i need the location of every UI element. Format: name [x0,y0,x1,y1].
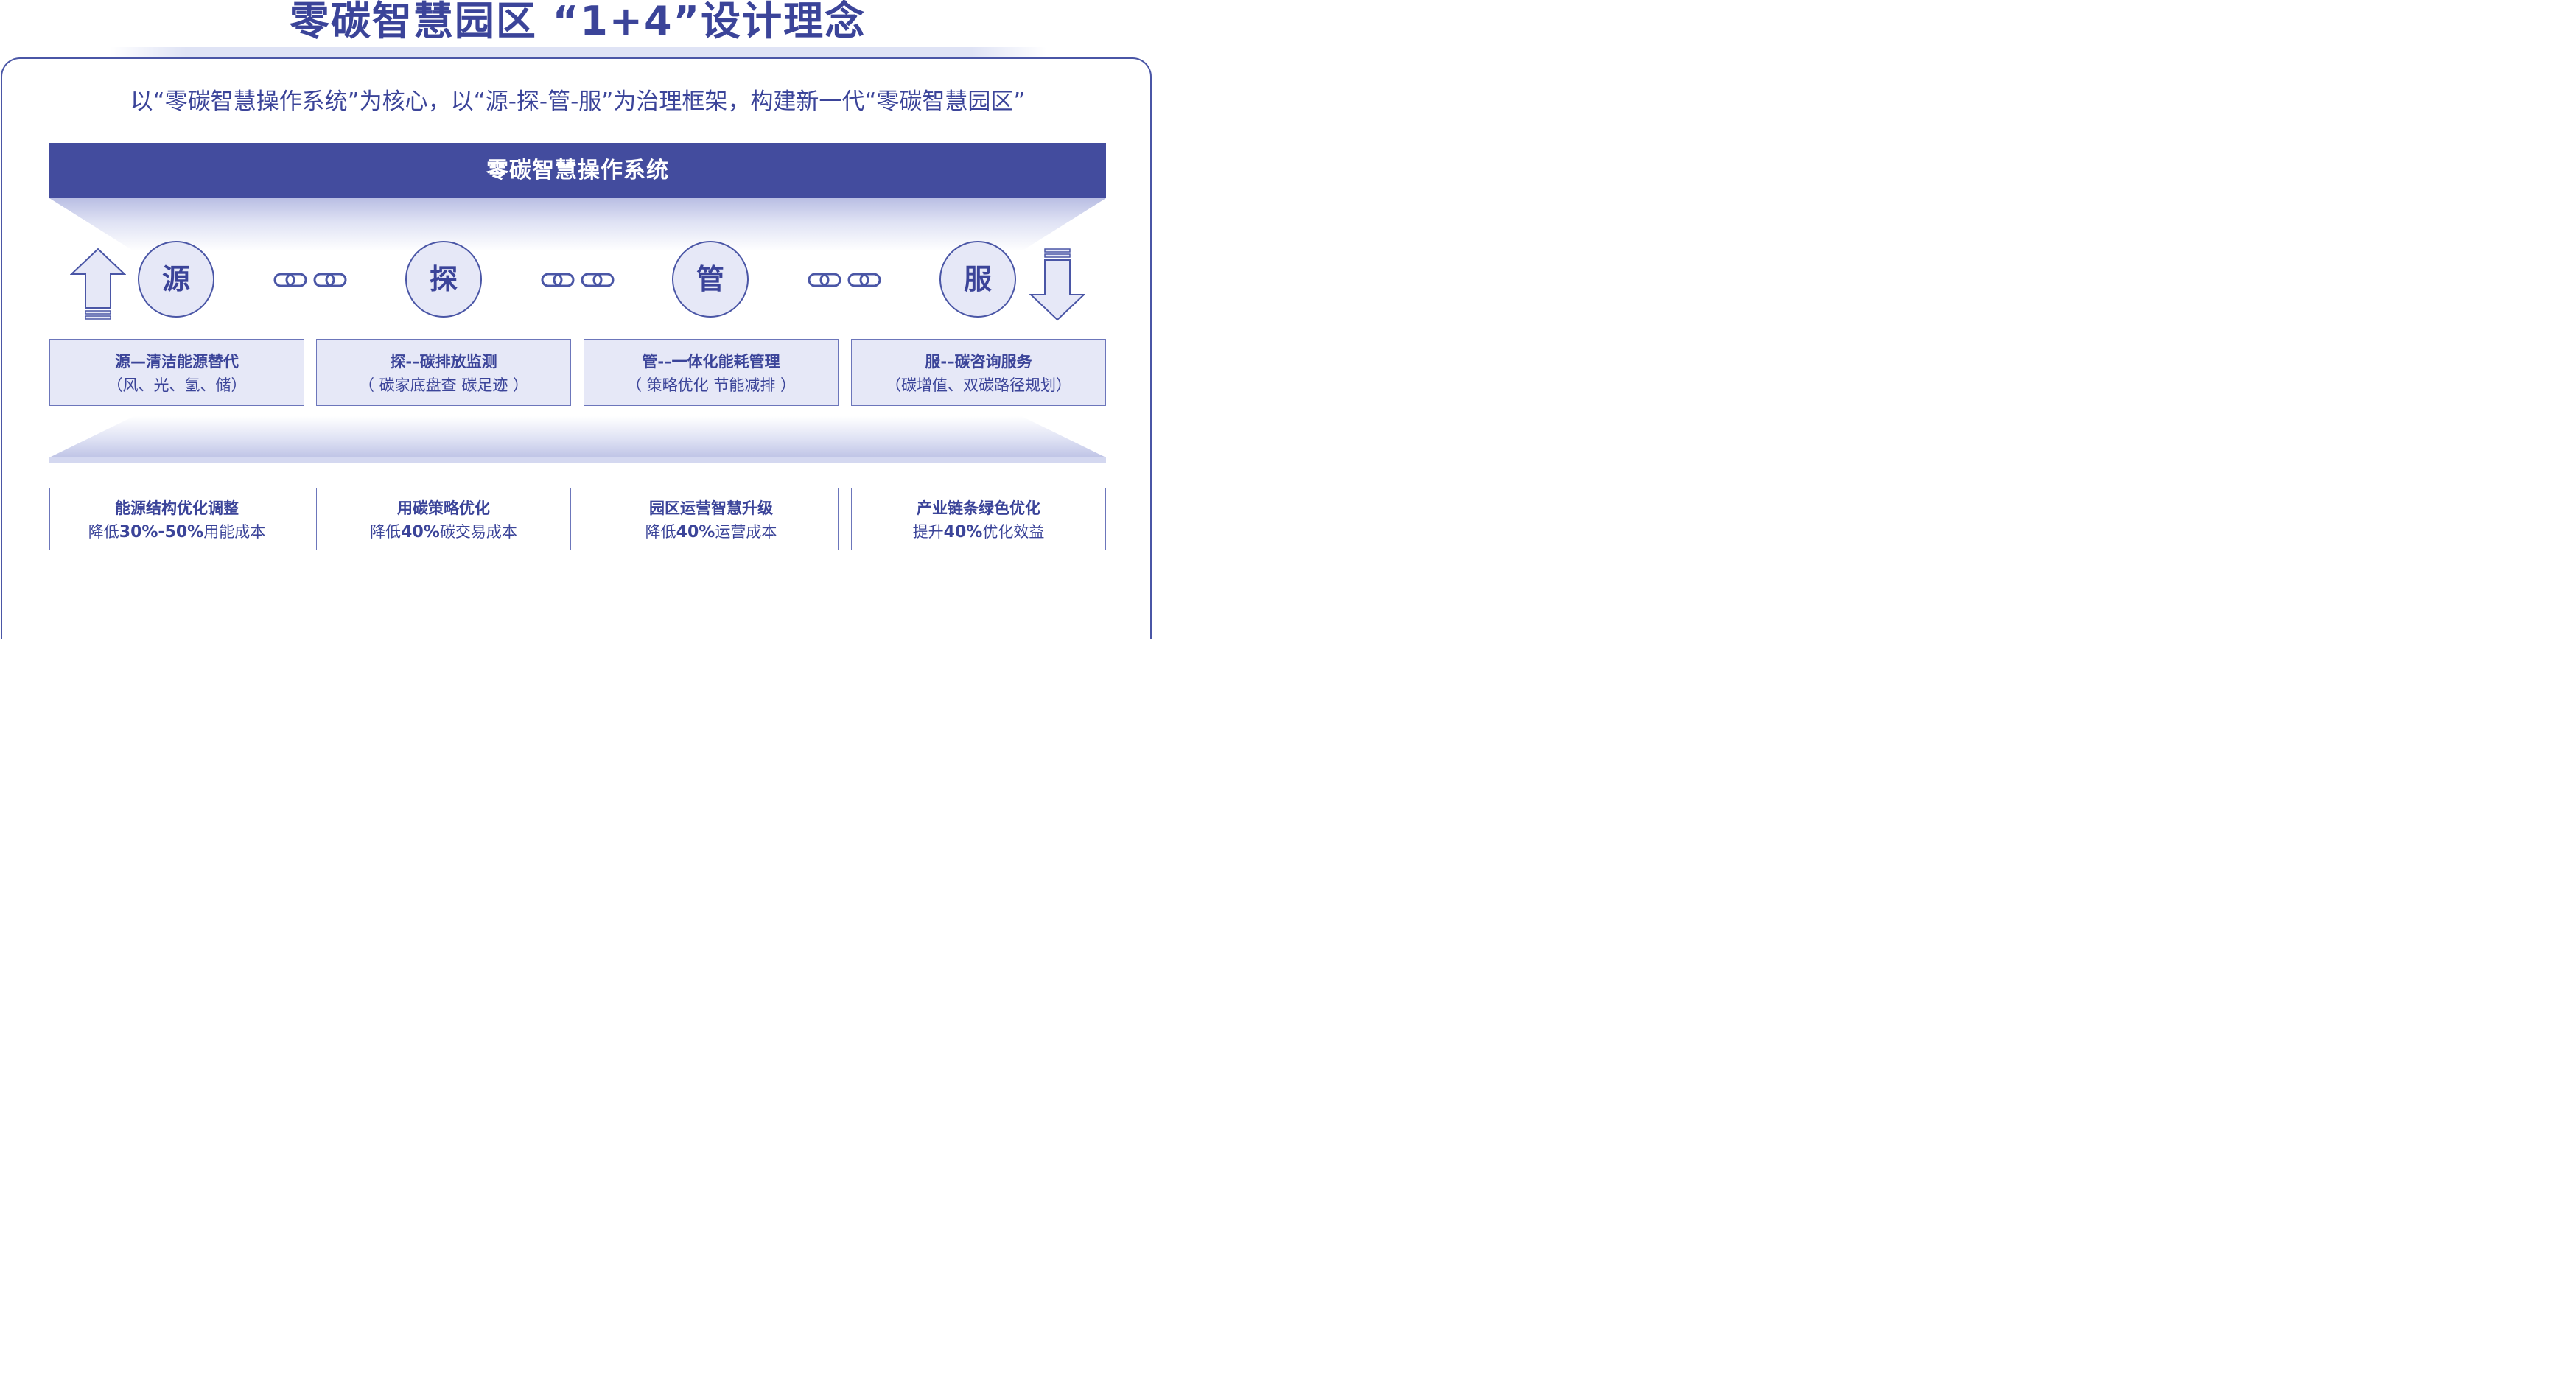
pillar-circle-fu: 服 [939,241,1016,318]
pillar-detail: （ 策略优化 节能减排 ） [626,376,797,394]
outcome-name: 用碳策略优化 [397,499,490,517]
outcome-name: 能源结构优化调整 [115,499,239,517]
outcome-suffix: 用能成本 [203,523,266,541]
pillar-name: 管-–一体化能耗管理 [642,353,780,371]
arrow-up-icon [70,248,126,320]
pillar-circle-guan: 管 [672,241,749,318]
title-underband [111,47,1046,59]
outcome-name: 产业链条绿色优化 [917,499,1040,517]
os-core-bar: 零碳智慧操作系统 [49,143,1106,198]
outcome-percent: 40% [676,523,715,541]
pillar-name: 源—清洁能源替代 [115,353,239,371]
tagline: 以“零碳智慧操作系统”为核心，以“源-探-管-服”为治理框架，构建新一代“零碳智… [130,88,1026,115]
outcome-value: 降低40%碳交易成本 [317,522,570,542]
arrow-down-icon [1029,248,1085,321]
outcome-value: 降低30%-50%用能成本 [50,522,304,542]
pillar-box-fu: 服-–碳咨询服务 （碳增值、双碳路径规划） [851,339,1106,406]
outcome-value: 提升40%优化效益 [852,522,1105,542]
outcome-box-carbon: 用碳策略优化 降低40%碳交易成本 [316,488,571,550]
chain-link-icon [808,273,881,287]
chain-link-icon [273,273,347,287]
pillar-detail: （风、光、氢、储） [107,376,247,394]
outcome-box-energy: 能源结构优化调整 降低30%-50%用能成本 [49,488,304,550]
pillar-detail: （ 碳家底盘查 碳足迹 ） [358,376,529,394]
base-line [49,457,1106,463]
outcome-percent: 40% [401,523,440,541]
outcome-suffix: 优化效益 [982,523,1045,541]
page-title: 零碳智慧园区 “1+4”设计理念 [289,0,867,44]
pillar-name: 服-–碳咨询服务 [925,353,1032,371]
outcome-suffix: 运营成本 [715,523,777,541]
outcome-name: 园区运营智慧升级 [649,499,773,517]
top-fan-gradient [49,198,1106,251]
pillar-box-guan: 管-–一体化能耗管理 （ 策略优化 节能减排 ） [584,339,839,406]
pillar-box-tan: 探-–碳排放监测 （ 碳家底盘查 碳足迹 ） [316,339,571,406]
outcome-prefix: 降低 [88,523,119,541]
chain-link-icon [541,273,615,287]
outcome-box-operation: 园区运营智慧升级 降低40%运营成本 [584,488,839,550]
outcome-prefix: 降低 [370,523,402,541]
outcome-box-industry: 产业链条绿色优化 提升40%优化效益 [851,488,1106,550]
outcome-percent: 30%-50% [119,523,204,541]
pillar-circle-tan: 探 [405,241,482,318]
bottom-fan-gradient [49,416,1106,457]
outcome-suffix: 碳交易成本 [439,523,517,541]
outcome-prefix: 提升 [912,523,944,541]
pillar-name: 探-–碳排放监测 [390,353,497,371]
pillar-circle-yuan: 源 [138,241,214,318]
outcome-percent: 40% [943,523,983,541]
outcome-prefix: 降低 [645,523,676,541]
pillar-detail: （碳增值、双碳路径规划） [886,376,1071,394]
pillar-box-yuan: 源—清洁能源替代 （风、光、氢、储） [49,339,304,406]
outcome-value: 降低40%运营成本 [584,522,838,542]
